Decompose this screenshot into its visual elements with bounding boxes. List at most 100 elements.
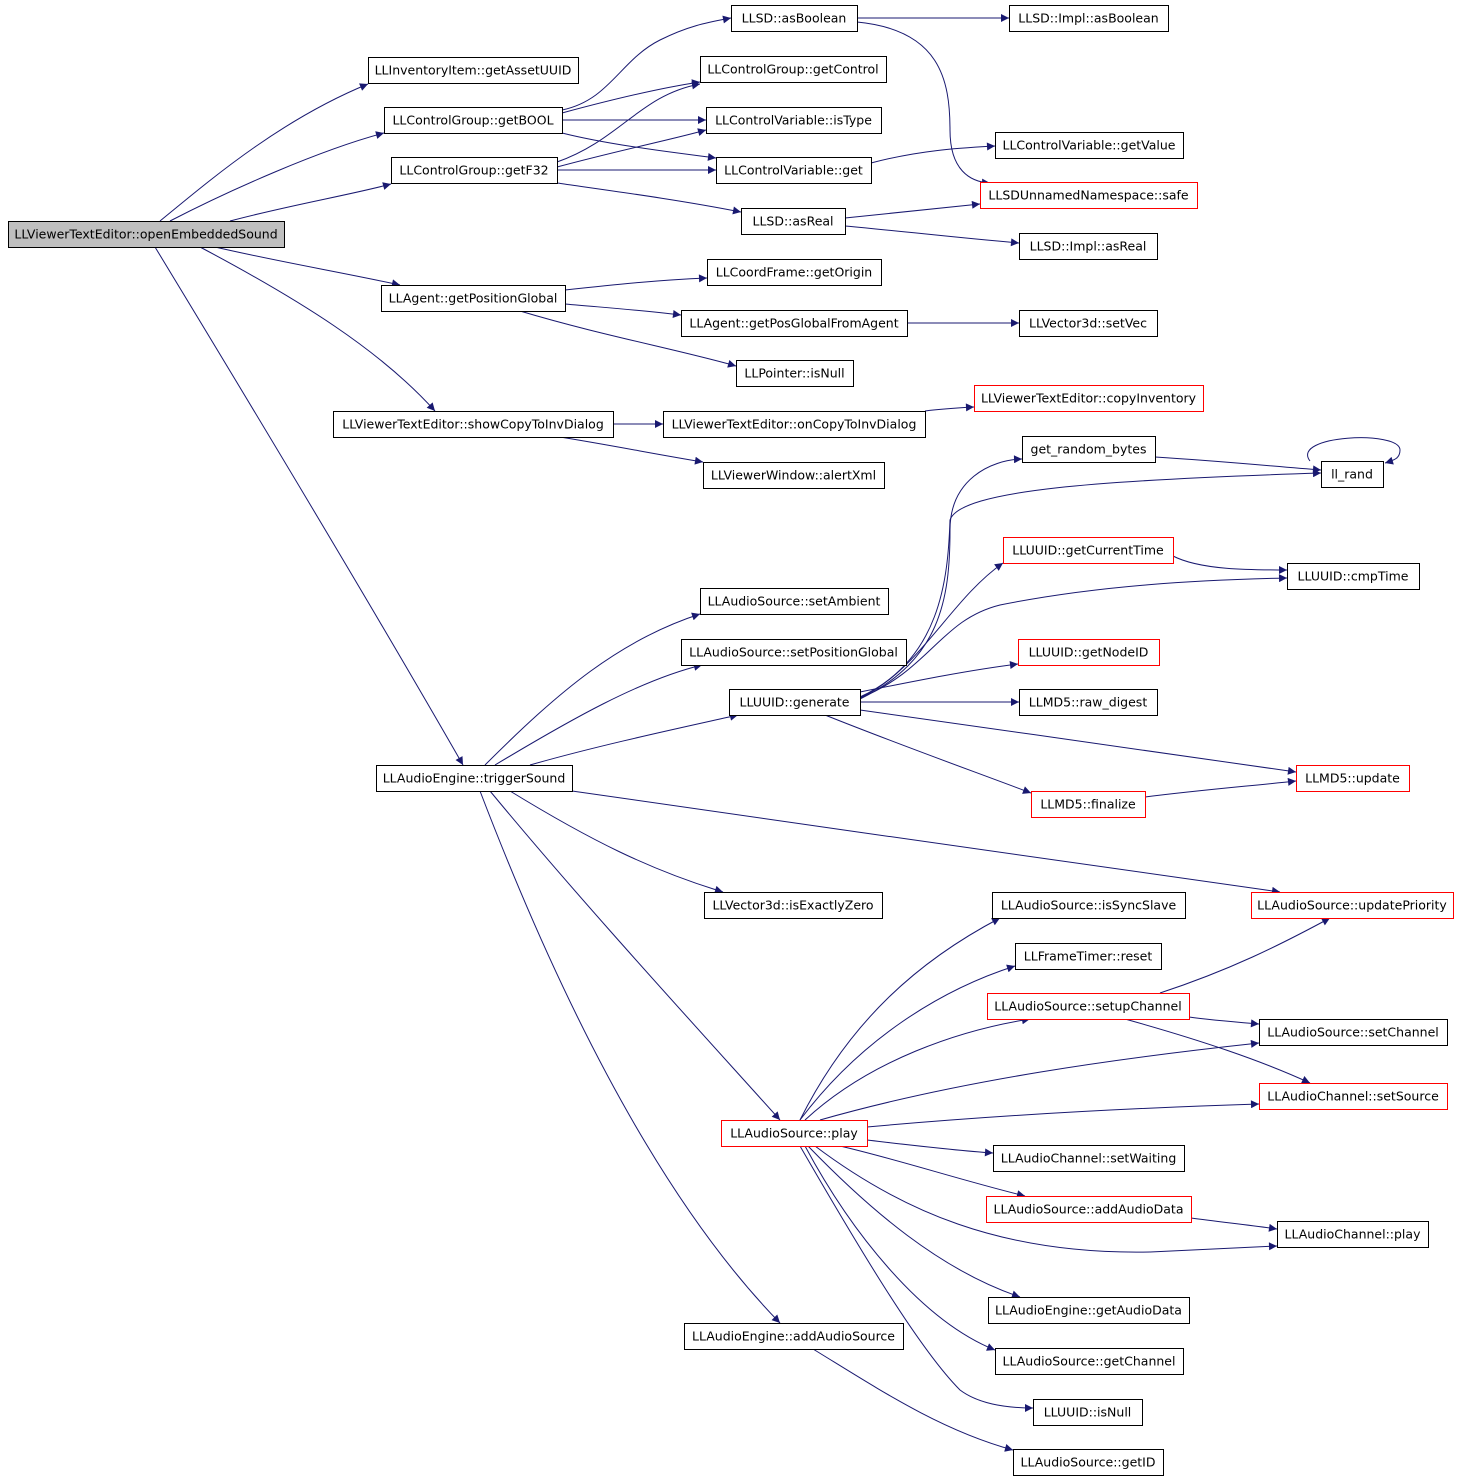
node-box[interactable] [1033,1399,1143,1426]
node-copyinventory[interactable]: LLViewerTextEditor::copyInventory [974,385,1204,412]
node-implasreal[interactable]: LLSD::Impl::asReal [1019,233,1158,260]
node-box[interactable] [987,993,1190,1020]
node-box[interactable] [1022,436,1156,463]
node-uuidisnull[interactable]: LLUUID::isNull [1033,1399,1143,1426]
node-updatepriority[interactable]: LLAudioSource::updatePriority [1251,892,1454,919]
node-box[interactable] [1287,563,1420,590]
node-cmptime[interactable]: LLUUID::cmpTime [1287,563,1420,590]
node-box[interactable] [1019,233,1158,260]
node-getf32[interactable]: LLControlGroup::getF32 [391,157,558,184]
node-oncopytoinvdialog[interactable]: LLViewerTextEditor::onCopyToInvDialog [663,411,926,438]
node-box[interactable] [1013,1449,1164,1476]
node-md5update[interactable]: LLMD5::update [1296,765,1410,792]
node-getbool[interactable]: LLControlGroup::getBOOL [384,107,563,134]
node-rawdigest[interactable]: LLMD5::raw_digest [1019,689,1158,716]
node-md5finalize[interactable]: LLMD5::finalize [1031,791,1146,818]
node-box[interactable] [700,588,889,615]
node-box[interactable] [1003,537,1174,564]
node-llrand[interactable]: ll_rand [1321,461,1384,488]
node-implasboolean[interactable]: LLSD::Impl::asBoolean [1009,5,1169,32]
node-root[interactable]: LLViewerTextEditor::openEmbeddedSound [8,221,285,248]
node-pointerisnull[interactable]: LLPointer::isNull [736,360,854,387]
node-box[interactable] [384,107,563,134]
node-box[interactable] [731,5,858,32]
node-getassetuuid[interactable]: LLInventoryItem::getAssetUUID [368,57,579,84]
node-box[interactable] [1019,310,1158,337]
node-showcopytoinvdialog[interactable]: LLViewerTextEditor::showCopyToInvDialog [333,411,614,438]
node-getorigin[interactable]: LLCoordFrame::getOrigin [707,259,882,286]
node-setwaiting[interactable]: LLAudioChannel::setWaiting [993,1145,1185,1172]
node-cvgetvalue[interactable]: LLControlVariable::getValue [995,132,1184,159]
node-cvget[interactable]: LLControlVariable::get [716,157,872,184]
node-getpositionglobal[interactable]: LLAgent::getPositionGlobal [381,285,566,312]
node-safe[interactable]: LLSDUnnamedNamespace::safe [980,182,1198,209]
node-setvec[interactable]: LLVector3d::setVec [1019,310,1158,337]
node-box[interactable] [729,689,861,716]
node-istype[interactable]: LLControlVariable::isType [706,107,882,134]
node-box[interactable] [980,182,1198,209]
node-box[interactable] [974,385,1204,412]
node-box[interactable] [681,310,908,337]
node-getchannel[interactable]: LLAudioSource::getChannel [995,1348,1184,1375]
node-asreal[interactable]: LLSD::asReal [741,208,846,235]
node-setambient[interactable]: LLAudioSource::setAmbient [700,588,889,615]
node-box[interactable] [707,259,882,286]
node-setsource[interactable]: LLAudioChannel::setSource [1259,1083,1448,1110]
node-framereset[interactable]: LLFrameTimer::reset [1015,943,1162,970]
node-box[interactable] [1015,943,1162,970]
node-box[interactable] [1019,689,1158,716]
node-isexactlyzero[interactable]: LLVector3d::isExactlyZero [704,892,883,919]
node-getid[interactable]: LLAudioSource::getID [1013,1449,1164,1476]
node-box[interactable] [376,765,573,792]
node-box[interactable] [381,285,566,312]
node-box[interactable] [1296,765,1410,792]
node-box[interactable] [684,1323,904,1350]
node-triggersound[interactable]: LLAudioEngine::triggerSound [376,765,573,792]
node-box[interactable] [1031,791,1146,818]
node-getcontrol[interactable]: LLControlGroup::getControl [700,56,887,83]
node-box[interactable] [986,1196,1192,1223]
node-box[interactable] [700,56,887,83]
node-getnodeid[interactable]: LLUUID::getNodeID [1018,639,1160,666]
node-getaudiodata[interactable]: LLAudioEngine::getAudioData [988,1297,1190,1324]
node-box[interactable] [706,107,882,134]
node-box[interactable] [988,1297,1190,1324]
node-box[interactable] [993,1145,1185,1172]
node-box[interactable] [1321,461,1384,488]
node-box[interactable] [681,639,907,666]
node-box[interactable] [1259,1083,1448,1110]
node-box[interactable] [391,157,558,184]
node-box[interactable] [1277,1221,1429,1248]
node-box[interactable] [704,892,883,919]
node-getrandombytes[interactable]: get_random_bytes [1022,436,1156,463]
node-box[interactable] [1018,639,1160,666]
node-box[interactable] [995,132,1184,159]
node-getcurrenttime[interactable]: LLUUID::getCurrentTime [1003,537,1174,564]
node-setchannel[interactable]: LLAudioSource::setChannel [1259,1019,1448,1046]
node-channelplay[interactable]: LLAudioChannel::play [1277,1221,1429,1248]
node-box[interactable] [741,208,846,235]
node-setupchannel[interactable]: LLAudioSource::setupChannel [987,993,1190,1020]
node-box[interactable] [333,411,614,438]
node-issyncslave[interactable]: LLAudioSource::isSyncSlave [992,892,1186,919]
node-box[interactable] [663,411,926,438]
node-getposglobalfromagent[interactable]: LLAgent::getPosGlobalFromAgent [681,310,908,337]
node-asboolean[interactable]: LLSD::asBoolean [731,5,858,32]
node-box[interactable] [1259,1019,1448,1046]
node-sourceplay[interactable]: LLAudioSource::play [721,1120,868,1147]
node-box[interactable] [1009,5,1169,32]
node-addaudiodata[interactable]: LLAudioSource::addAudioData [986,1196,1192,1223]
node-box[interactable] [716,157,872,184]
node-addaudiosource[interactable]: LLAudioEngine::addAudioSource [684,1323,904,1350]
node-box[interactable] [1251,892,1454,919]
node-box[interactable] [995,1348,1184,1375]
node-box[interactable] [721,1120,868,1147]
node-generate[interactable]: LLUUID::generate [729,689,861,716]
node-box[interactable] [8,221,285,248]
node-box[interactable] [368,57,579,84]
node-box[interactable] [703,462,885,489]
node-alertxml[interactable]: LLViewerWindow::alertXml [703,462,885,489]
node-box[interactable] [992,892,1186,919]
node-setpositionglobal[interactable]: LLAudioSource::setPositionGlobal [681,639,907,666]
node-box[interactable] [736,360,854,387]
